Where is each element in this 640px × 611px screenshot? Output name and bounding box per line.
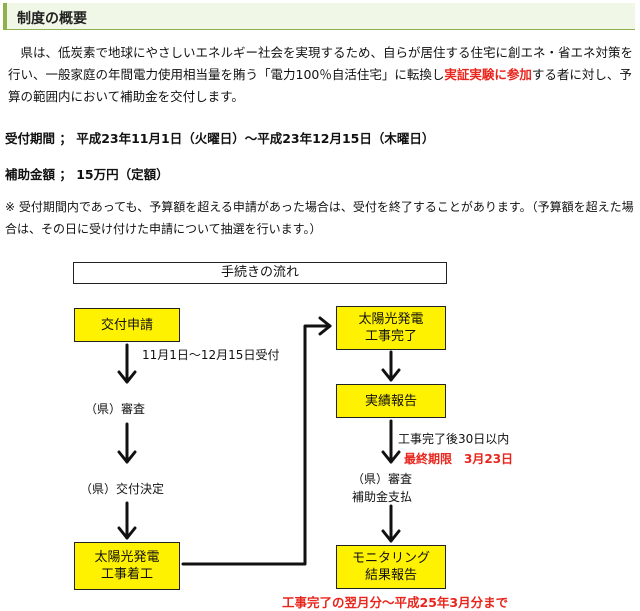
apply-note: 11月1日～12月15日受付 <box>142 348 280 362</box>
report-note: 工事完了後30日以内 <box>398 432 510 446</box>
step-report-label: 実績報告 <box>364 393 417 409</box>
step-done-line2: 工事完了 <box>364 329 417 344</box>
step-monitor-line2: 結果報告 <box>364 568 417 583</box>
step-apply: 交付申請 <box>74 308 180 342</box>
step-monitoring: モニタリング結果報告 <box>336 545 446 589</box>
step-review: （県）審査 <box>85 402 146 416</box>
arrow-payment-to-monitoring <box>381 504 401 543</box>
arrow-start-to-complete <box>181 316 332 566</box>
reception-period: 受付期間 ； 平成23年11月1日（火曜日）～平成23年12月15日（木曜日） <box>5 131 435 146</box>
step-monitor-line1: モニタリング <box>351 551 430 566</box>
step-construction-complete: 太陽光発電工事完了 <box>336 306 446 350</box>
step-report: 実績報告 <box>336 384 446 418</box>
section-heading: 制度の概要 <box>17 11 87 27</box>
step-payment: 補助金支払 <box>352 490 413 504</box>
arrow-apply-to-review <box>117 343 137 384</box>
intro-highlight: 実証実験に参加 <box>444 67 532 82</box>
arrow-review-to-decision <box>117 422 137 464</box>
monitoring-note: 工事完了の翌月分～平成25年3月分まで <box>282 595 509 610</box>
step-start-line2: 工事着工 <box>100 567 153 582</box>
arrow-complete-to-report <box>381 350 401 382</box>
flow-title: 手続きの流れ <box>73 262 447 284</box>
step-start-line1: 太陽光発電 <box>94 550 160 565</box>
note-paragraph: ※ 受付期間内であっても、予算額を超える申請があった場合は、受付を終了することが… <box>5 200 634 236</box>
arrow-decision-to-start <box>117 501 137 540</box>
step-review-2: （県）審査 <box>352 472 413 486</box>
intro-text-2: する者に対し、予算の範囲内において補助金を交付します。 <box>8 67 632 104</box>
intro-paragraph: 県は、低炭素で地球にやさしいエネルギー社会を実現するため、自らが居住する住宅に創… <box>8 42 634 108</box>
step-construction-start: 太陽光発電工事着工 <box>74 542 180 590</box>
step-decision: （県）交付決定 <box>80 482 165 496</box>
subsidy-amount: 補助金額 ； 15万円（定額） <box>5 167 169 182</box>
section-heading-bar: 制度の概要 <box>3 3 635 30</box>
intro-text-1: 県は、低炭素で地球にやさしいエネルギー社会を実現するため、自らが居住する住宅に創… <box>8 45 634 82</box>
report-deadline: 最終期限 3月23日 <box>404 452 514 466</box>
step-apply-label: 交付申請 <box>100 317 153 333</box>
step-done-line1: 太陽光発電 <box>358 312 424 327</box>
arrow-report-to-review2 <box>381 419 401 464</box>
